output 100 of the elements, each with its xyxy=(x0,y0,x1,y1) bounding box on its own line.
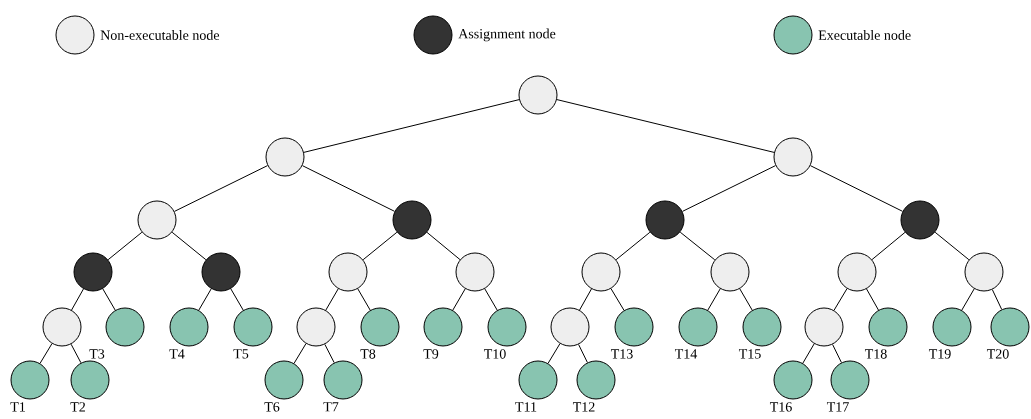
node-label: T7 xyxy=(323,402,339,412)
tree-edge xyxy=(934,231,970,261)
tree-edge xyxy=(325,288,339,311)
tree-edge xyxy=(362,231,398,261)
tree-edge xyxy=(230,288,244,311)
tree-edge xyxy=(802,343,815,364)
tree-edge xyxy=(610,288,625,311)
tree-node xyxy=(645,200,685,240)
tree-edge xyxy=(484,288,498,311)
tree-edge xyxy=(171,231,207,261)
tree-node xyxy=(518,75,558,115)
tree-edge xyxy=(324,343,335,364)
tree-edge xyxy=(452,288,466,311)
node-label: T17 xyxy=(827,402,849,412)
tree-edge xyxy=(293,343,307,364)
node-label: T11 xyxy=(515,402,537,412)
tree-node xyxy=(830,360,870,400)
tree-edge xyxy=(357,288,371,311)
node-label: T5 xyxy=(233,349,249,359)
tree-edge xyxy=(679,231,716,261)
node-label: T9 xyxy=(423,349,439,359)
tree-edge xyxy=(682,165,776,212)
tree-edge xyxy=(107,231,143,261)
tree-node xyxy=(201,252,241,292)
tree-node xyxy=(328,252,368,292)
tree-node xyxy=(423,307,463,347)
tree-node xyxy=(296,307,336,347)
node-label: T14 xyxy=(675,349,698,359)
tree-node xyxy=(264,360,304,400)
tree-node xyxy=(137,200,177,240)
tree-edge xyxy=(39,343,53,364)
tree-node xyxy=(392,200,432,240)
node-label: T2 xyxy=(70,402,85,412)
tree-edge xyxy=(426,231,461,261)
tree-node xyxy=(323,360,363,400)
tree-edge xyxy=(174,165,268,212)
tree-node xyxy=(773,137,813,177)
legend-label: Non-executable node xyxy=(100,30,220,40)
tree-edge xyxy=(707,288,721,311)
tree-node xyxy=(837,252,877,292)
tree-node xyxy=(73,252,113,292)
tree-node xyxy=(487,307,527,347)
node-label: T6 xyxy=(264,402,280,412)
tree-node xyxy=(70,360,110,400)
node-label: T10 xyxy=(484,349,506,359)
tree-node xyxy=(990,307,1030,347)
node-label: T16 xyxy=(770,402,792,412)
node-label: T15 xyxy=(739,349,761,359)
tree-node xyxy=(900,200,940,240)
tree-node xyxy=(233,307,273,347)
tree-node xyxy=(360,307,400,347)
tree-node xyxy=(581,252,621,292)
node-label: T3 xyxy=(89,349,105,359)
tree-node xyxy=(265,137,305,177)
tree-edge xyxy=(70,343,82,364)
tree-edge xyxy=(198,288,212,311)
tree-edge xyxy=(303,99,520,153)
tree-edge xyxy=(866,288,879,311)
node-label: T4 xyxy=(169,349,185,359)
tree-node xyxy=(550,307,590,347)
tree-edge xyxy=(102,288,116,311)
tree-node xyxy=(773,360,813,400)
node-label: T12 xyxy=(573,402,595,412)
node-label: T8 xyxy=(360,349,376,359)
tree-edge xyxy=(809,165,904,212)
node-label: T18 xyxy=(865,349,887,359)
tree-node xyxy=(42,307,82,347)
tree-node xyxy=(932,307,972,347)
tree-edge xyxy=(71,288,84,311)
node-label: T13 xyxy=(611,349,633,359)
tree-node xyxy=(105,307,145,347)
node-label: T1 xyxy=(10,402,25,412)
tree-edge xyxy=(615,231,651,261)
tree-edge xyxy=(556,99,775,153)
legend-label: Executable node xyxy=(818,30,911,40)
tree-edge xyxy=(871,231,906,261)
tree-edge xyxy=(833,288,848,311)
tree-node xyxy=(804,307,844,347)
tree-node xyxy=(518,360,558,400)
tree-edge xyxy=(547,343,561,364)
tree-node xyxy=(614,307,654,347)
tree-edge xyxy=(961,288,975,311)
node-label: T20 xyxy=(986,349,1009,359)
tree-node xyxy=(868,307,908,347)
tree-edge xyxy=(579,288,592,311)
tree-node xyxy=(678,307,718,347)
tree-node xyxy=(10,360,50,400)
tree-node xyxy=(455,252,495,292)
tree-edge xyxy=(301,165,396,212)
legend-label: Assignment node xyxy=(458,28,556,42)
tree-edge xyxy=(832,344,842,363)
tree-node xyxy=(742,307,782,347)
tree-node xyxy=(576,360,616,400)
tree-node xyxy=(964,252,1004,292)
tree-edge xyxy=(578,344,588,363)
node-label: T19 xyxy=(928,349,951,359)
tree-edge xyxy=(991,289,1003,310)
tree-edge xyxy=(739,288,753,311)
tree-node xyxy=(710,252,750,292)
tree-node xyxy=(169,307,209,347)
